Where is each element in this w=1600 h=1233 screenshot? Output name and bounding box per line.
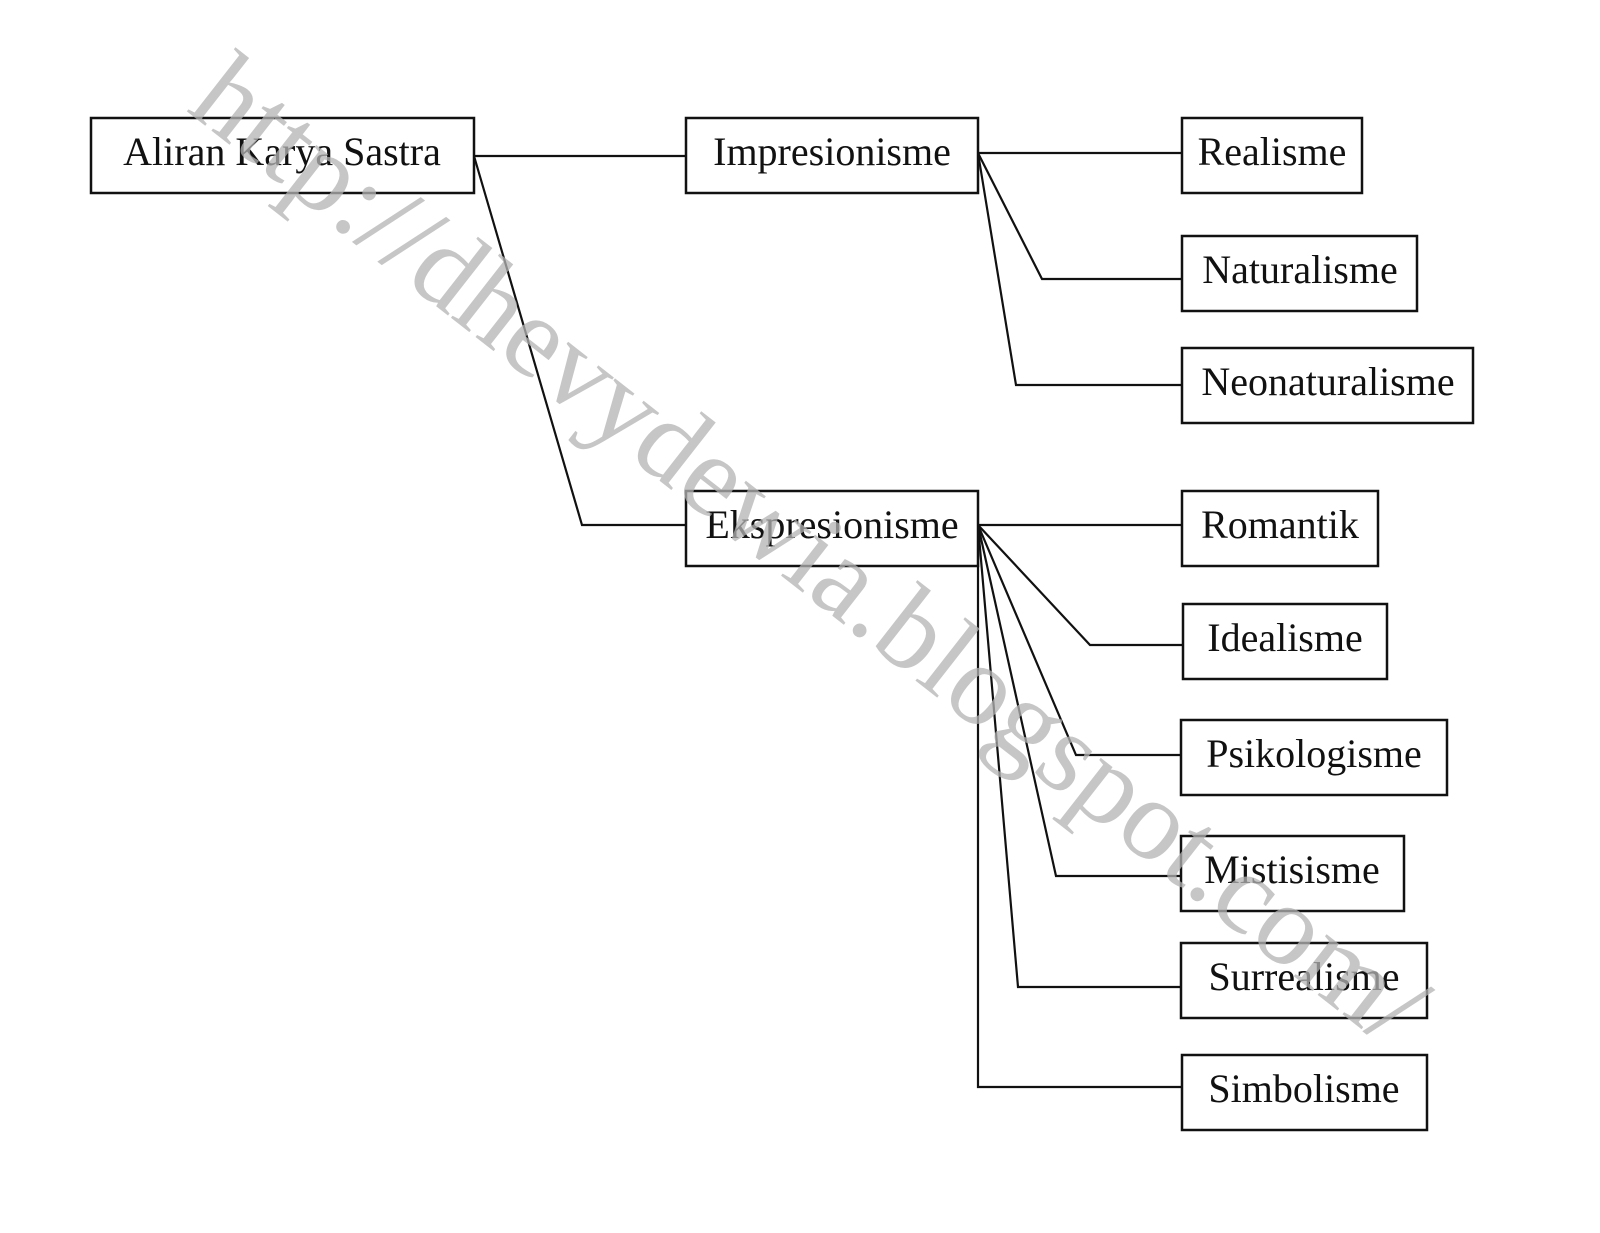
connector-ekspresionisme-psikologisme bbox=[976, 524, 1182, 757]
node-root: Aliran Karya Sastra bbox=[89, 116, 476, 195]
node-romantik: Romantik bbox=[1180, 489, 1380, 568]
node-romantik-label: Romantik bbox=[1201, 502, 1359, 547]
node-simbolisme-label: Simbolisme bbox=[1208, 1066, 1399, 1111]
node-ekspresionisme: Ekspresionisme bbox=[684, 489, 980, 568]
node-simbolisme: Simbolisme bbox=[1180, 1053, 1429, 1132]
node-surrealisme-label: Surrealisme bbox=[1208, 954, 1399, 999]
node-realisme: Realisme bbox=[1180, 116, 1364, 195]
node-impresionisme: Impresionisme bbox=[684, 116, 980, 195]
connector-impresionisme-naturalisme bbox=[977, 152, 1182, 281]
node-ekspresionisme-label: Ekspresionisme bbox=[705, 502, 958, 547]
node-naturalisme-label: Naturalisme bbox=[1202, 247, 1398, 292]
node-psikologisme: Psikologisme bbox=[1179, 718, 1449, 797]
connector-ekspresionisme-simbolisme bbox=[976, 525, 1182, 1089]
node-mistisisme: Mistisisme bbox=[1179, 834, 1406, 913]
node-idealisme-label: Idealisme bbox=[1207, 615, 1363, 660]
node-realisme-label: Realisme bbox=[1198, 129, 1347, 174]
node-psikologisme-label: Psikologisme bbox=[1206, 731, 1422, 776]
node-surrealisme: Surrealisme bbox=[1179, 941, 1429, 1020]
connector-ekspresionisme-surrealisme bbox=[976, 524, 1182, 989]
node-idealisme: Idealisme bbox=[1181, 602, 1389, 681]
connector-lines bbox=[472, 151, 1182, 1089]
node-neonaturalisme: Neonaturalisme bbox=[1180, 346, 1475, 425]
node-impresionisme-label: Impresionisme bbox=[713, 129, 951, 174]
node-mistisisme-label: Mistisisme bbox=[1204, 847, 1380, 892]
node-naturalisme: Naturalisme bbox=[1180, 234, 1419, 313]
node-neonaturalisme-label: Neonaturalisme bbox=[1201, 359, 1454, 404]
connector-impresionisme-neonaturalisme bbox=[976, 152, 1182, 387]
connector-root-ekspresionisme bbox=[472, 155, 686, 527]
node-root-label: Aliran Karya Sastra bbox=[123, 129, 441, 174]
connector-ekspresionisme-idealisme bbox=[977, 524, 1182, 647]
connector-ekspresionisme-mistisisme bbox=[976, 524, 1182, 878]
